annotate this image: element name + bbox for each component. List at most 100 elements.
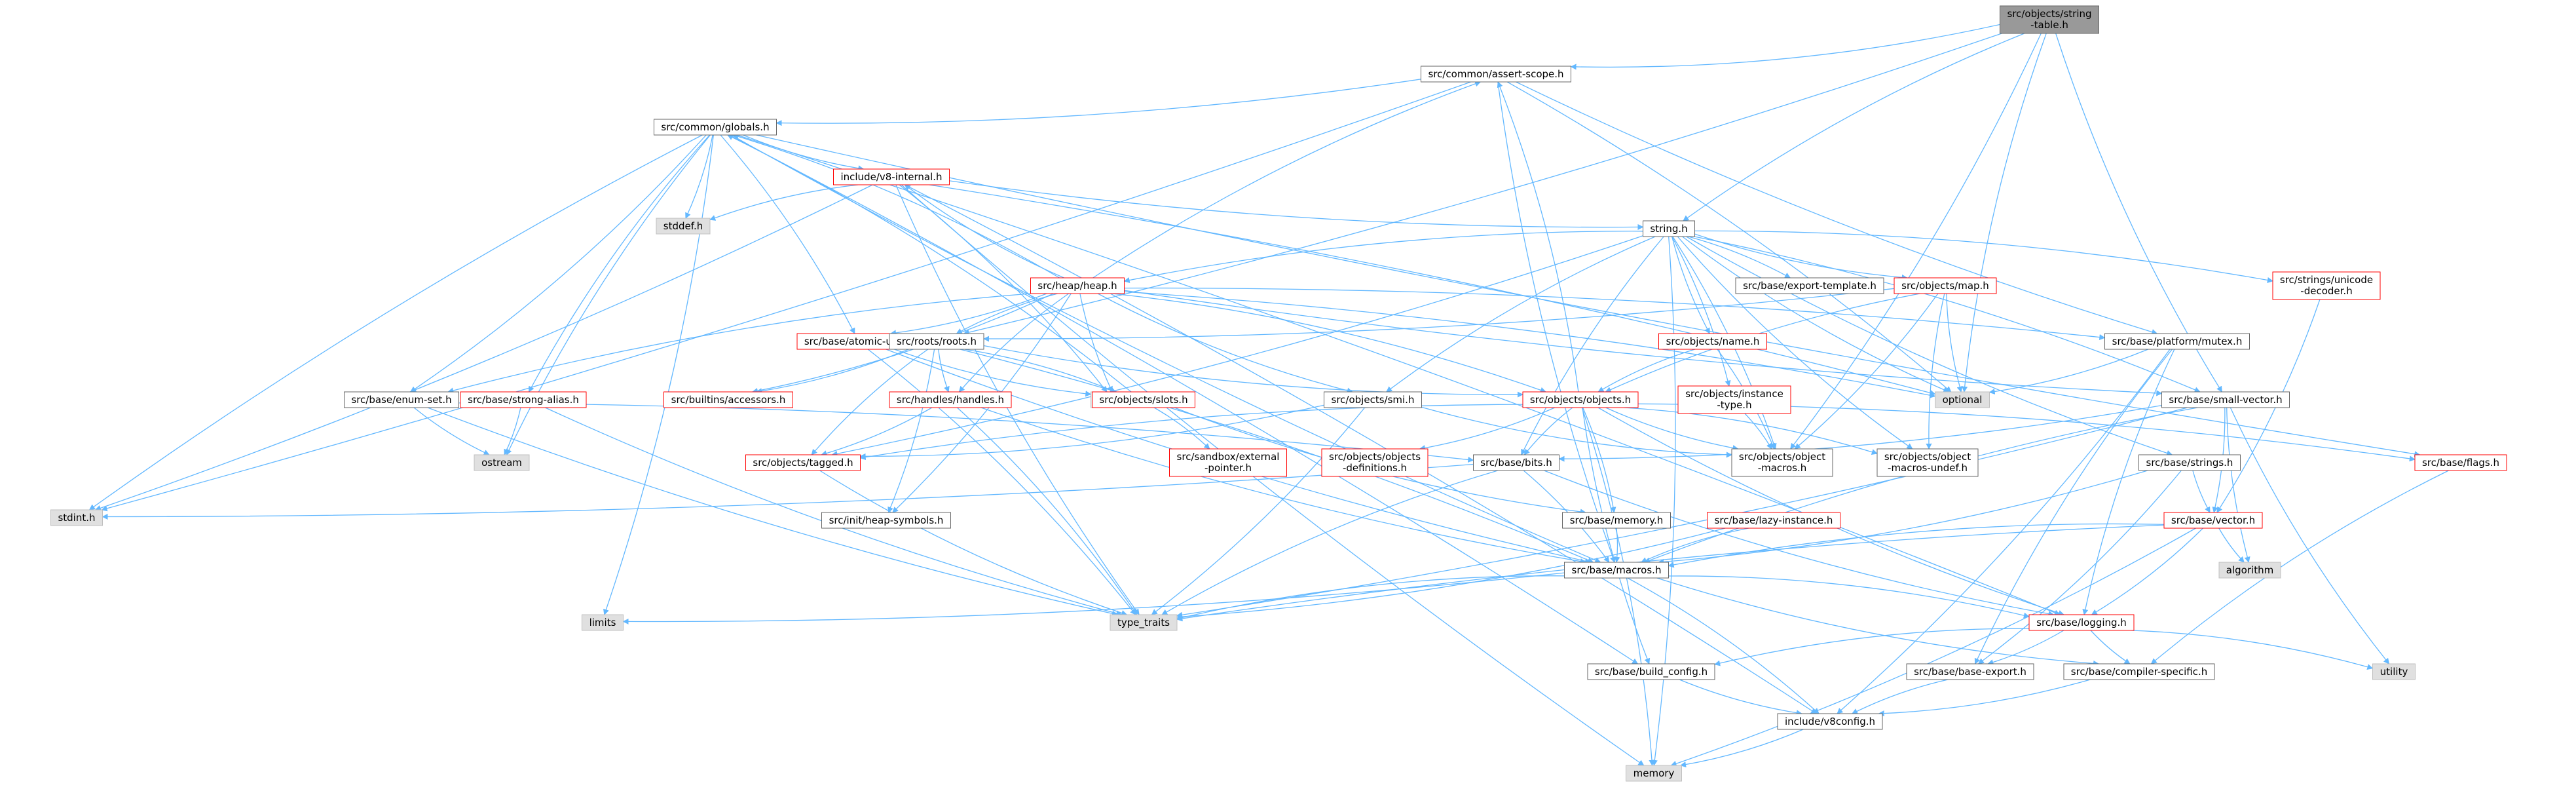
node-box — [889, 391, 1012, 408]
node-lazy-instance[interactable]: src/base/lazy-instance.h — [1707, 512, 1840, 529]
node-label: include/v8config.h — [1785, 716, 1875, 727]
node-box — [1894, 277, 1997, 294]
edge-objects-map-to-roots — [983, 288, 1895, 342]
edge-roots-to-handles — [938, 349, 950, 393]
edge-globals-to-base-logging — [736, 134, 2061, 616]
node-base-flags[interactable]: src/base/flags.h — [2414, 454, 2507, 471]
edge-heap-to-optional — [1124, 291, 1936, 398]
node-algorithm: algorithm — [2218, 562, 2281, 579]
edge-roots-to-builtins-accessors — [756, 349, 909, 394]
node-memory: memory — [1626, 765, 1682, 782]
edge-small-vector-to-utility — [2230, 407, 2390, 664]
edge-roots-to-base-macros — [960, 349, 1594, 563]
node-globals[interactable]: src/common/globals.h — [654, 119, 777, 136]
node-v8config[interactable]: include/v8config.h — [1777, 713, 1883, 730]
node-box — [833, 168, 950, 185]
node-v8-internal[interactable]: include/v8-internal.h — [833, 168, 950, 185]
edge-enum-set-to-base-bits — [458, 402, 1474, 463]
edge-small-vector-to-base-macros — [1644, 407, 2198, 564]
edge-handles-to-base-macros — [980, 407, 1586, 565]
node-box — [2063, 663, 2215, 680]
node-heap-symbols[interactable]: src/init/heap-symbols.h — [821, 512, 951, 529]
node-box — [2000, 5, 2099, 34]
node-label: src/common/globals.h — [661, 121, 769, 133]
node-label: optional — [1943, 394, 1983, 406]
node-base-macros[interactable]: src/base/macros.h — [1564, 562, 1669, 579]
node-label: src/builtins/accessors.h — [671, 394, 786, 406]
node-sandbox-pointer[interactable]: src/sandbox/external-pointer.h — [1169, 448, 1287, 477]
node-objects-slots[interactable]: src/objects/slots.h — [1092, 391, 1195, 408]
node-heap[interactable]: src/heap/heap.h — [1030, 277, 1125, 294]
node-objects-tagged[interactable]: src/objects/tagged.h — [745, 454, 861, 471]
node-export-template[interactable]: src/base/export-template.h — [1735, 277, 1884, 294]
node-objects-name[interactable]: src/objects/name.h — [1658, 333, 1767, 350]
node-assert-scope[interactable]: src/common/assert-scope.h — [1421, 66, 1571, 83]
edge-small-vector-to-base-bits — [1558, 404, 2162, 462]
edge-string-h-to-base-strings — [1686, 236, 2173, 456]
node-base-logging[interactable]: src/base/logging.h — [2028, 614, 2135, 631]
node-label: src/objects/string — [2007, 8, 2091, 20]
node-base-bits[interactable]: src/base/bits.h — [1473, 454, 1559, 471]
node-small-vector[interactable]: src/base/small-vector.h — [2161, 391, 2290, 408]
node-base-strings[interactable]: src/base/strings.h — [2138, 454, 2241, 471]
edge-string-h-to-objects-smi — [1386, 236, 1656, 393]
node-objects-definitions[interactable]: src/objects/objects-definitions.h — [1321, 448, 1428, 477]
node-label: -pointer.h — [1204, 462, 1252, 474]
node-box — [2028, 614, 2135, 631]
edge-heap-to-heap-symbols — [892, 293, 1072, 513]
node-handles[interactable]: src/handles/handles.h — [889, 391, 1012, 408]
node-box — [745, 454, 861, 471]
edge-globals-to-enum-set — [410, 134, 707, 393]
node-objects-objects[interactable]: src/objects/objects.h — [1522, 391, 1639, 408]
node-base-vector[interactable]: src/base/vector.h — [2163, 512, 2263, 529]
node-object-macros[interactable]: src/objects/object-macros.h — [1731, 448, 1833, 477]
edge-heap-to-handles — [958, 293, 1069, 393]
node-objects-map[interactable]: src/objects/map.h — [1894, 277, 1997, 294]
edge-base-bits-to-base-logging — [1544, 470, 2055, 617]
node-box — [582, 614, 624, 631]
node-label: src/strings/unicode — [2280, 274, 2373, 286]
node-box — [2372, 663, 2416, 680]
node-label: src/init/heap-symbols.h — [829, 514, 944, 526]
edge-objects-objects-to-base-memory — [1582, 407, 1616, 513]
node-platform-mutex[interactable]: src/base/platform/mutex.h — [2104, 333, 2250, 350]
node-box — [1169, 448, 1287, 477]
node-box — [1876, 448, 1979, 477]
edge-base-strings-to-base-macros — [1658, 470, 2148, 565]
edge-v8-internal-to-optional — [929, 184, 1936, 396]
node-box — [2138, 454, 2241, 471]
node-string-h[interactable]: string.h — [1643, 220, 1695, 237]
node-roots[interactable]: src/roots/roots.h — [889, 333, 984, 350]
node-base-export[interactable]: src/base/base-export.h — [1906, 663, 2034, 680]
node-builtins-accessors[interactable]: src/builtins/accessors.h — [663, 391, 793, 408]
edge-objects-smi-to-objects-tagged — [859, 404, 1324, 459]
node-utility: utility — [2372, 663, 2416, 680]
edge-string-h-to-export-template — [1688, 236, 1791, 279]
node-compiler-specific[interactable]: src/base/compiler-specific.h — [2063, 663, 2215, 680]
node-box — [1626, 765, 1682, 782]
node-root[interactable]: src/objects/string-table.h — [2000, 5, 2099, 34]
edge-root-to-assert-scope — [1570, 24, 2000, 70]
node-box — [1564, 562, 1669, 579]
edge-small-vector-to-type-traits — [1176, 407, 2188, 618]
node-label: src/objects/tagged.h — [753, 457, 853, 469]
node-objects-smi[interactable]: src/objects/smi.h — [1324, 391, 1422, 408]
node-box — [889, 333, 984, 350]
edge-heap-to-platform-mutex — [1124, 287, 2106, 341]
edge-base-flags-to-compiler-specific — [2150, 470, 2449, 664]
node-build-config[interactable]: src/base/build_config.h — [1587, 663, 1715, 680]
node-box — [1677, 385, 1791, 414]
node-label: string.h — [1650, 223, 1687, 235]
edge-string-h-to-optional — [1682, 236, 1950, 393]
node-strong-alias[interactable]: src/base/strong-alias.h — [460, 391, 587, 408]
node-instance-type[interactable]: src/objects/instance-type.h — [1677, 385, 1791, 414]
node-enum-set[interactable]: src/base/enum-set.h — [344, 391, 459, 408]
node-label: src/base/small-vector.h — [2169, 394, 2282, 406]
edge-heap-to-enum-set — [447, 293, 1031, 394]
edge-v8-internal-to-string-h — [949, 180, 1644, 231]
node-box — [821, 512, 951, 529]
node-label: src/base/macros.h — [1572, 564, 1662, 576]
node-unicode-decoder[interactable]: src/strings/unicode-decoder.h — [2272, 271, 2381, 300]
node-base-memory[interactable]: src/base/memory.h — [1562, 512, 1671, 529]
node-object-macros-undef[interactable]: src/objects/object-macros-undef.h — [1876, 448, 1979, 477]
